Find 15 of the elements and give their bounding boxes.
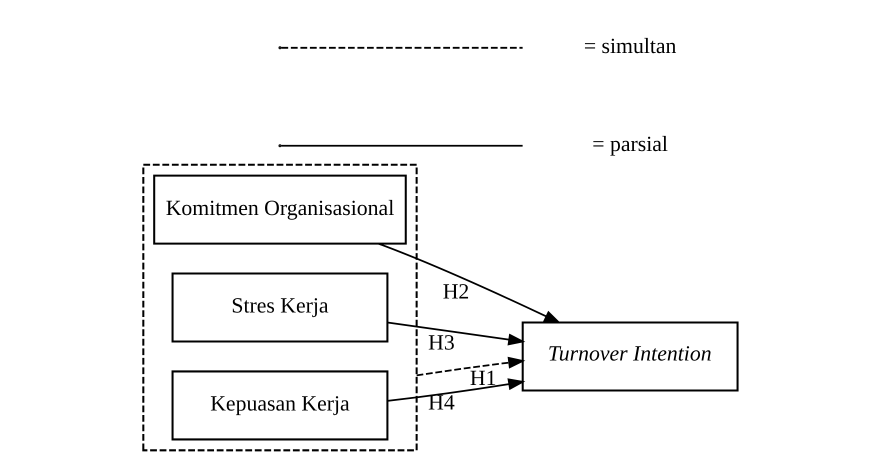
edge-label: H3 bbox=[428, 330, 455, 354]
node-box: Kepuasan Kerja bbox=[172, 370, 388, 440]
edge-label: H1 bbox=[470, 366, 496, 390]
node-box: Turnover Intention bbox=[522, 321, 739, 392]
node-box: Komitmen Organisasional bbox=[153, 174, 407, 245]
arrow bbox=[378, 242, 562, 324]
edge-label: H4 bbox=[428, 390, 455, 415]
edge-label: H2 bbox=[442, 280, 470, 304]
arrow bbox=[387, 322, 526, 346]
node-box: Stres Kerja bbox=[172, 272, 388, 343]
cluster bbox=[142, 164, 418, 452]
arrow bbox=[387, 378, 526, 402]
legend-label: = simultan bbox=[584, 34, 676, 58]
arrow bbox=[416, 356, 526, 376]
legend-label: = parsial bbox=[592, 132, 668, 156]
